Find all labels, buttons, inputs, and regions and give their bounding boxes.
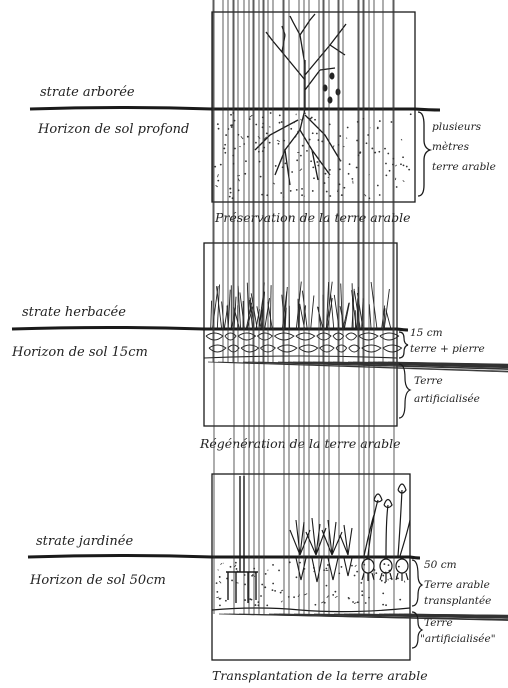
panel-1-horizon-label: Horizon de sol profond: [37, 122, 189, 137]
panel-2-side-top-1: 15 cm: [410, 327, 443, 339]
panel-2-caption: Régénération de la terre arable: [199, 436, 400, 451]
panel-regeneration: strate herbacée Horizon de sol 15cm 15 c…: [11, 0, 508, 451]
panel-2-brace-bottom: [399, 364, 410, 418]
panel-1-brace: [418, 112, 430, 196]
panel-1-ground-line: [30, 108, 440, 111]
panel-1-side-note-3: terre arable: [432, 161, 496, 173]
panel-3-side-top-1: 50 cm: [424, 559, 457, 571]
panel-2-strate-label: strate herbacée: [22, 305, 126, 320]
panel-3-side-bottom-2: "artificialisée": [420, 633, 496, 645]
pitchfork-icon: [226, 476, 258, 603]
panel-3-ground-line: [28, 556, 420, 559]
panel-2-side-bottom-1: Terre: [414, 375, 443, 387]
panel-1-side-note-2: mètres: [432, 141, 470, 153]
panel-2-ground-line: [12, 328, 408, 331]
panel-3-layer-boundary: [212, 608, 410, 612]
artificial-soil-hatching: [208, 0, 508, 424]
panel-1-frame: [212, 12, 415, 202]
panel-2-side-bottom-2: artificialisée: [414, 393, 480, 405]
panel-3-side-top-3: transplantée: [424, 595, 491, 607]
panel-2-brace-top: [399, 332, 408, 358]
panel-3-strate-label: strate jardinée: [36, 534, 133, 549]
panel-1-side-note-1: plusieurs: [432, 121, 482, 133]
panel-3-side-bottom-1: Terre: [424, 617, 453, 629]
panel-1-strate-label: strate arborée: [40, 85, 135, 100]
panel-1-caption: Préservation de la terre arable: [214, 210, 410, 225]
panel-3-brace-top: [412, 560, 422, 606]
panel-3-side-top-2: Terre arable: [424, 579, 490, 591]
panel-3-caption: Transplantation de la terre arable: [212, 668, 428, 683]
panel-2-side-top-2: terre + pierre: [410, 343, 485, 355]
panel-2-horizon-label: Horizon de sol 15cm: [11, 345, 148, 360]
panel-3-horizon-label: Horizon de sol 50cm: [29, 573, 166, 588]
